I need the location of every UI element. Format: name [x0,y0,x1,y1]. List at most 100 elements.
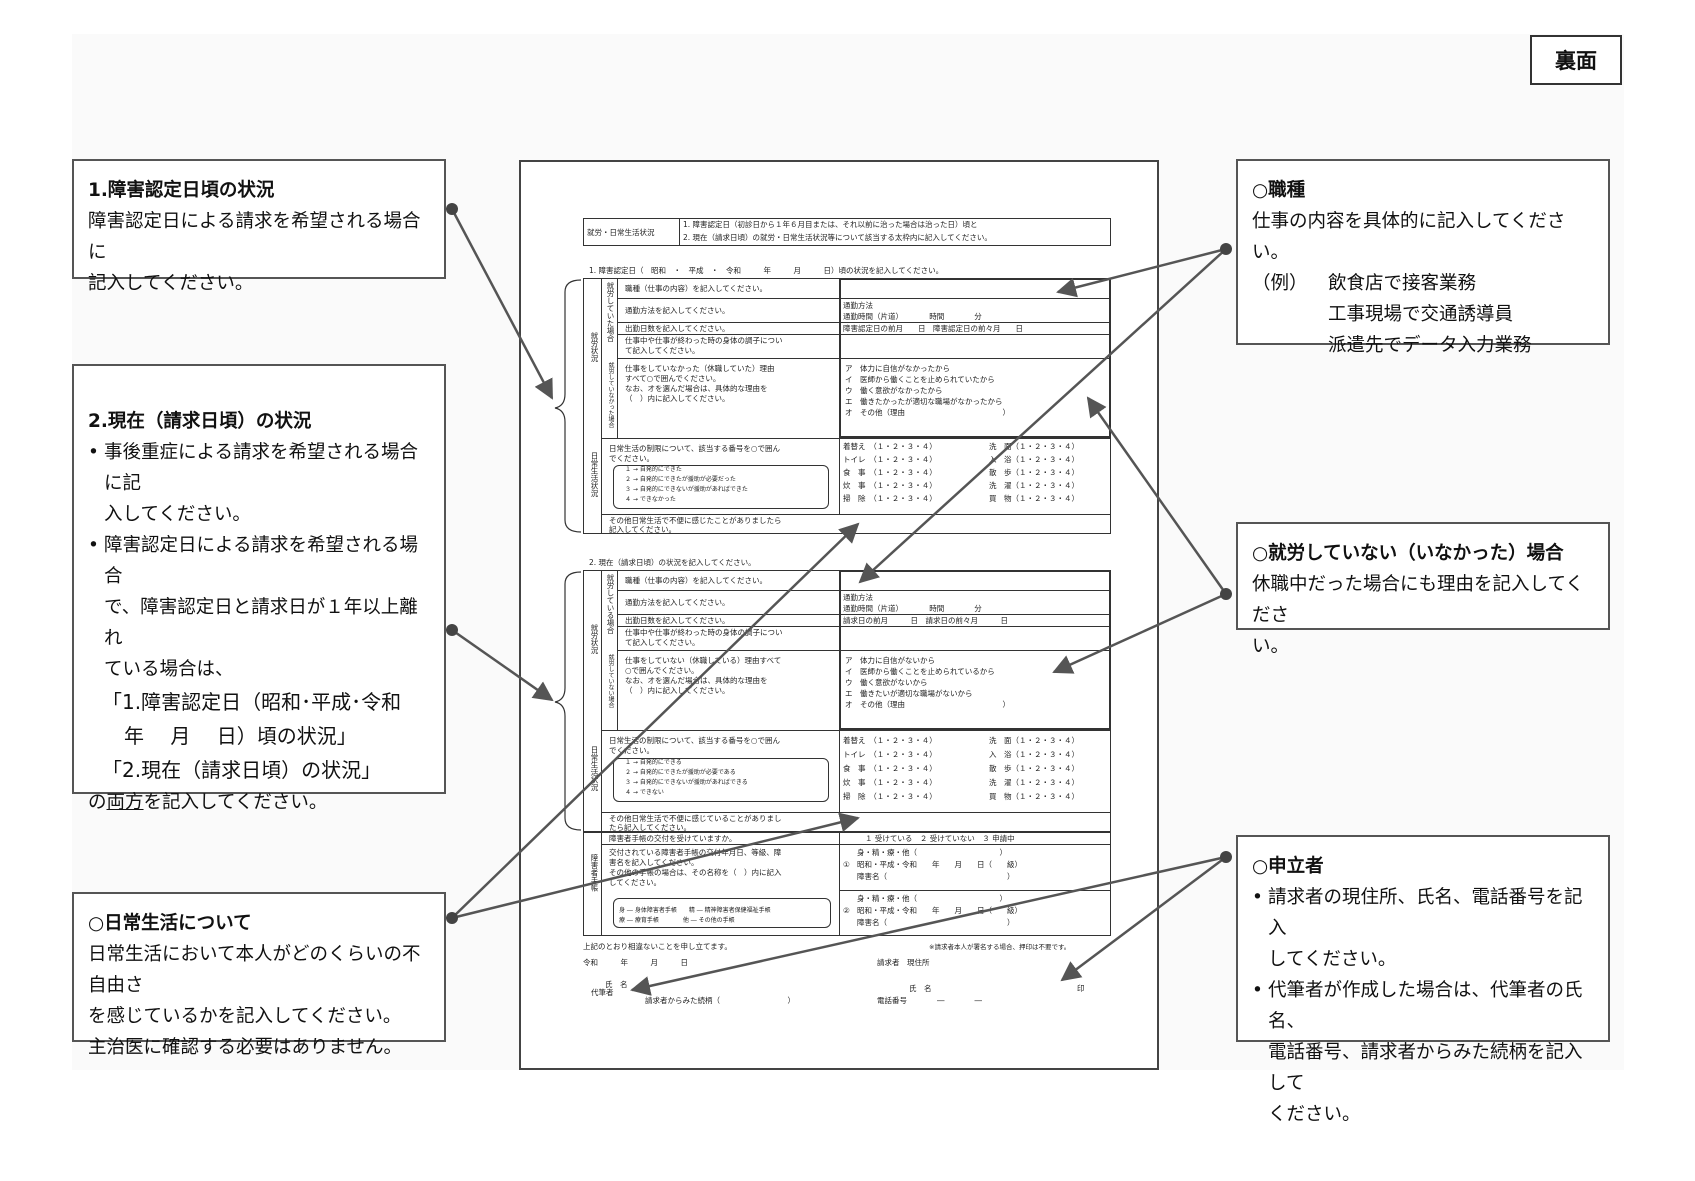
form-kinds-bracket [613,898,831,928]
callout-line: 日常生活において本人がどのくらいの不自由さ [88,944,421,996]
form-header-label: 就労・日常生活状況 [587,228,655,237]
form-slot-line: 昭和・平成・令和 年 月 日（ 級） [857,906,1022,915]
form-scale-item: １ → 自発的にできる [625,759,682,766]
form-divider [601,812,1111,813]
form-row-label: でください。 [609,746,654,755]
form-header-line: 1. 障害認定日（初診日から１年６月目または、それ以前に治った場合は治った日）頃… [683,220,978,229]
form-divider [839,890,1111,891]
bullet-line: 代筆者が作成した場合は、代筆者の氏名、 [1268,980,1583,1032]
form-divider [617,358,1111,359]
form-divider [601,278,602,534]
form-daily-item: 掃 除 （１・２・３・４） [843,792,937,801]
arrow-1 [450,208,554,400]
example-row: （例）飲食店で接客業務 [1252,268,1594,299]
form-row-label: 仕事をしていなかった（休職していた）理由 [625,364,775,373]
bullet-line: で、障害認定日と請求日が１年以上離れ [104,597,418,649]
form-row-label: て記入してください。 [625,346,700,355]
anchor-dot [446,912,458,924]
form-divider [601,570,602,832]
form-divider [601,832,602,936]
arrow-5a [1086,396,1228,595]
bullet-line: ください。 [1268,1104,1361,1125]
form-daily-item: 入 浴（１・２・３・４） [989,750,1079,759]
bullet-line: 障害認定日による請求を希望される場合 [104,535,418,587]
form-daily-item: 散 歩（１・２・３・４） [989,764,1079,773]
form-row-label: 出勤日数を記入してください。 [625,616,730,625]
form-row-label: してください。 [609,878,662,887]
form-row-label: 出勤日数を記入してください。 [625,324,730,333]
back-side-tag: 裏面 [1530,35,1622,85]
bullet-item: 請求者の現住所、氏名、電話番号を記入 してください。 [1252,882,1594,975]
form-row-label: 仕事中や仕事が終わった時の身体の調子につい [625,336,783,345]
form-scale-bracket [613,465,829,509]
callout-disability-date: 1.障害認定日頃の状況 障害認定日による請求を希望される場合に 記入してください… [72,159,446,294]
form-kind-item: 身 ― 身体障害者手帳 精 ― 精神障害者保健福祉手帳 [619,907,771,914]
form-applicant-label: 請求者 現住所 [877,958,930,967]
callout-title: 2.現在（請求日頃）の状況 [88,411,312,432]
form-declaration-note: ※請求者本人が署名する場合、押印は不要です。 [929,943,1071,951]
form-row-label: （ ）内に記入してください。 [625,394,730,403]
form-phone-label: 電話番号 ― ― [877,996,982,1005]
form-section-title: 1. 障害認定日（ 昭和 ・ 平成 ・ 令和 年 月 日）頃の状況を記入してくだ… [589,266,944,275]
form-divider [601,844,1111,845]
form-daily-item: 買 物（１・２・３・４） [989,792,1079,801]
arrow-3b [451,812,860,920]
form-header-box [583,218,1111,246]
form-vertical-label: 障害者手帳 [590,854,599,892]
form-row-label: 通勤方法を記入してください。 [625,598,730,607]
form-scale-item: ４ → できなかった [625,496,676,503]
form-daily-item: 食 事 （１・２・３・４） [843,468,937,477]
form-daily-item: 散 歩（１・２・３・４） [989,468,1079,477]
example-item: 工事現場で交通誘導員 [1328,304,1514,325]
form-vertical-label: 就労状況 [590,332,599,362]
form-row-label: すべて○で囲んでください。 [625,374,721,383]
form-row-label: その他日常生活で不便に感じていることがありまし [609,814,782,823]
callout-title: ○就労していない（いなかった）場合 [1252,543,1564,564]
form-divider [601,514,1111,515]
form-vertical-label: 就労している場合 [606,574,615,634]
form-options: １ 受けている ２ 受けていない ３ 申請中 [865,834,1015,843]
callout-line: を感じているかを記入してください。 [88,1006,402,1027]
callout-current-status: 2.現在（請求日頃）の状況 事後重症による請求を希望される場合に記 入してくださ… [72,364,446,813]
form-daily-item: 入 浴（１・２・３・４） [989,455,1079,464]
callout-line: 休職中だった場合にも理由を記入してくださ [1252,574,1584,626]
form-daily-item: 炊 事 （１・２・３・４） [843,481,937,490]
arrow-6a [630,855,1227,996]
callout-line: い。 [1252,636,1290,657]
form-row-label: 仕事をしていない（休職している）理由すべて [625,656,782,665]
form-vertical-label: 就労していた場合 [606,282,615,342]
form-row-label: （ ）内に記入してください。 [625,686,730,695]
bullet-line: ている場合は、 [104,659,234,680]
form-vertical-label: 就労状況 [590,624,599,654]
form-option: ウ 働く意欲がなかったから [845,386,943,395]
form-row-label: ○で囲んでください。 [625,666,699,675]
form-divider [617,590,1111,591]
callout-bullets: 事後重症による請求を希望される場合に記 入してください。 障害認定日による請求を… [88,437,430,685]
form-daily-item: 炊 事 （１・２・３・４） [843,778,937,787]
bullet-item: 障害認定日による請求を希望される場合 で、障害認定日と請求日が１年以上離れ てい… [88,530,430,685]
example-item: 飲食店で接客業務 [1328,273,1477,294]
form-row-label: 職種（仕事の内容）を記入してください。 [625,576,768,585]
arrow-6b [1060,856,1227,982]
form-row-label: なお、オを選んだ場合は、具体的な理由を [625,384,768,393]
form-daily-item: 洗 濯（１・２・３・４） [989,481,1079,490]
form-vertical-label: 日常生活状況 [590,452,599,497]
form-option: オ その他（理由 ） [845,700,1010,709]
bullet-item: 事後重症による請求を希望される場合に記 入してください。 [88,437,430,530]
callout-title: ○職種 [1252,180,1306,201]
callout-tail: の両方を記入してください。 [88,787,430,818]
anchor-dot [446,203,458,215]
example-row: 派遣先でデータ入力業務 [1252,330,1594,361]
form-row-label: 日常生活の制限について、該当する番号を○で囲ん [609,736,780,745]
form-slot-line: 障害名（ ） [857,872,1015,881]
anchor-dot [1220,588,1232,600]
bullet-line: 事後重症による請求を希望される場合に記 [104,442,418,494]
callout-daily-life: ○日常生活について 日常生活において本人がどのくらいの不自由さ を感じているかを… [72,892,446,1058]
form-divider [679,218,680,246]
anchor-dot [446,624,458,636]
form-declaration: 上記のとおり相違ないことを申し立てます。 [583,942,732,951]
form-scale-item: ２ → 自発的にできたが援助が必要である [625,769,736,776]
callout-applicant: ○申立者 請求者の現住所、氏名、電話番号を記入 してください。 代筆者が作成した… [1236,835,1610,1125]
form-header-line: 2. 現在（請求日頃）の就労・日常生活状況等について該当する太枠内に記入してくだ… [683,233,992,242]
bullet-item: 代筆者が作成した場合は、代筆者の氏名、 電話番号、請求者からみた続柄を記入して … [1252,975,1594,1130]
